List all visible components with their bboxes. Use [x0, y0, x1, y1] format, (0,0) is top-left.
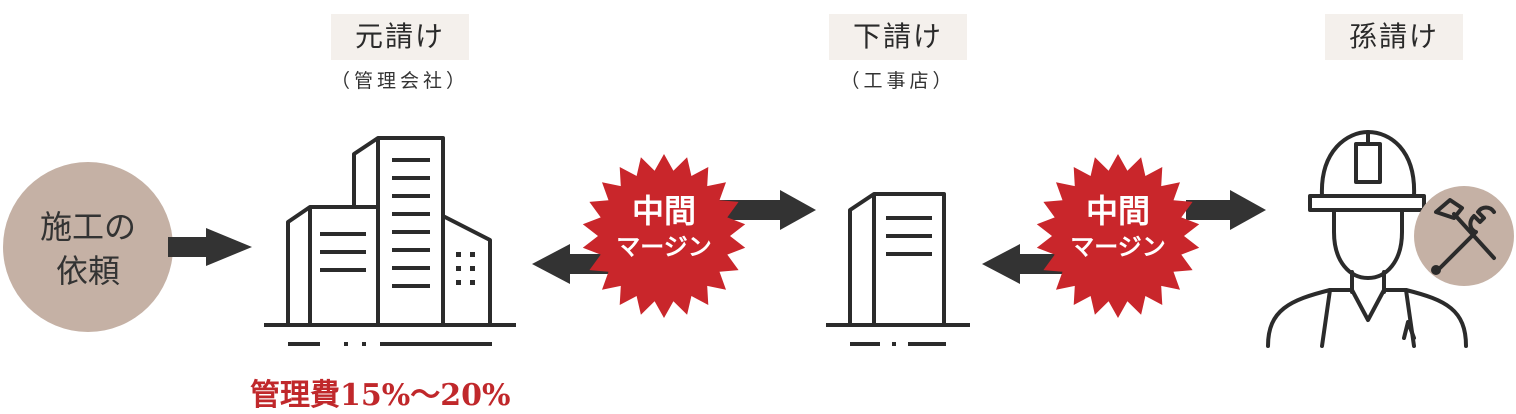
arrow-badge2-right: [1186, 190, 1266, 230]
request-text-line2: 依頼: [56, 252, 120, 290]
small-building-icon: [826, 192, 970, 346]
tier-label-sub: 下請け: [829, 14, 967, 60]
badge1-line1: 中間: [632, 192, 696, 230]
office-building-icon: [264, 136, 516, 346]
building-window-dots: [456, 252, 475, 285]
tier-sublabel-prime: （管理会社）: [330, 70, 469, 92]
margin-badge-2: [1036, 154, 1200, 318]
badge2-line1: 中間: [1086, 192, 1150, 230]
request-text-line1: 施工の: [40, 208, 136, 246]
margin-badge-1: [582, 154, 746, 318]
badge1-line2: マージン: [616, 232, 712, 261]
management-fee-text: 管理費15%～20%: [250, 378, 511, 413]
badge2-line2: マージン: [1070, 232, 1166, 261]
hammer-wrench-icon: [1414, 186, 1514, 286]
request-circle: 施工の 依頼: [3, 162, 173, 332]
arrow-request-to-prime: [168, 228, 252, 266]
tier-sublabel-sub: （工事店）: [840, 70, 956, 92]
tier-label-subsub: 孫請け: [1325, 14, 1463, 60]
tier-label-prime: 元請け: [331, 14, 469, 60]
